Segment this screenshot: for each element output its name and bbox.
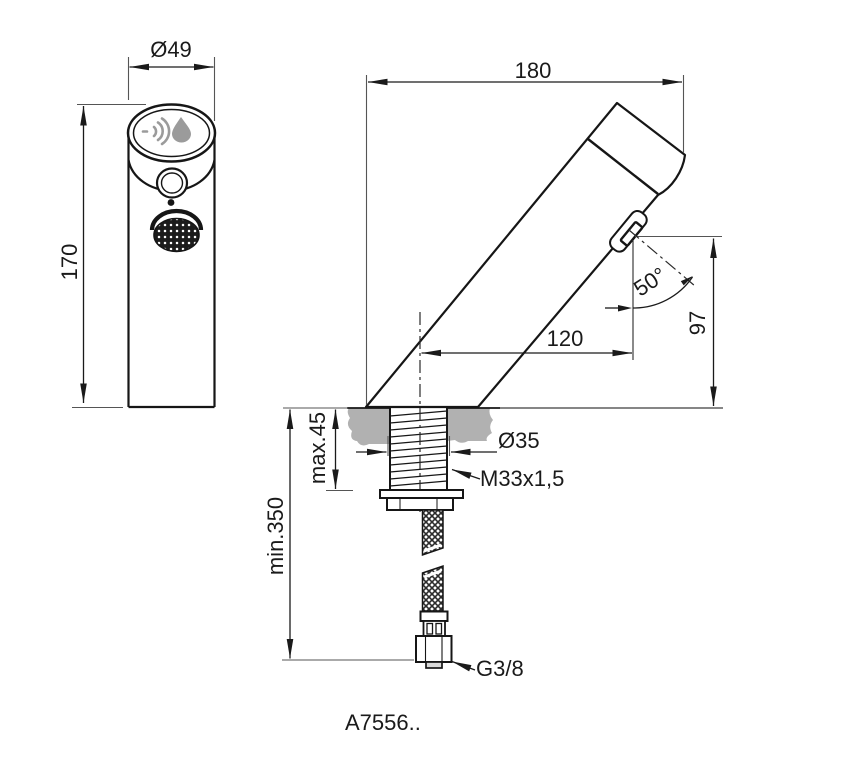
dim-outlet-height-label: 97 — [685, 311, 710, 335]
hose-connector — [415, 610, 453, 669]
dim-height-170-label: 170 — [57, 244, 82, 281]
cap-seam-side — [587, 138, 659, 195]
flexible-hose — [421, 509, 444, 612]
threaded-shank — [389, 408, 448, 490]
sensor-waves-icon — [141, 117, 171, 146]
dim-width-180-label: 180 — [515, 58, 552, 83]
top-cap-face — [132, 108, 211, 158]
dim-spout-angle-label: 50° — [629, 262, 671, 301]
side-view: 180 50° 120 97 max.45 — [263, 58, 723, 681]
dim-hose-length: min.350 — [263, 409, 414, 661]
dim-diameter-49: Ø49 — [127, 37, 216, 121]
dim-inlet-thread-label: G3/8 — [476, 656, 524, 681]
dim-shank-thread-label: M33x1,5 — [480, 466, 564, 491]
aerator-front — [149, 208, 204, 253]
water-drop-icon — [172, 117, 191, 143]
dim-mount-thickness-label: max.45 — [305, 412, 330, 484]
hex-fitting — [415, 635, 453, 663]
indicator-dot — [167, 199, 175, 206]
dim-diameter-49-label: Ø49 — [150, 37, 192, 62]
product-code: A7556.. — [345, 710, 421, 735]
dim-spout-reach-label: 120 — [547, 326, 584, 351]
dim-hole-diameter-35: Ø35 — [356, 428, 540, 456]
washer-and-nut — [379, 489, 464, 511]
dim-outlet-height-97: 97 — [685, 238, 717, 406]
dim-mount-thickness: max.45 — [283, 407, 353, 492]
outlet-axis-line — [628, 229, 696, 287]
faucet-front-body — [126, 103, 217, 409]
dim-hose-length-label: min.350 — [263, 497, 288, 575]
faucet-side-body — [364, 101, 687, 409]
dim-hole-diameter-label: Ø35 — [498, 428, 540, 453]
front-view: Ø49 170 — [57, 37, 217, 409]
dim-inlet-thread: G3/8 — [451, 656, 524, 681]
dim-spout-angle-50: 50° — [605, 262, 694, 312]
dim-height-170: 170 — [57, 103, 146, 409]
dim-width-180: 180 — [365, 58, 685, 405]
dim-spout-reach-120: 120 — [421, 326, 632, 357]
counter-deck-section — [347, 408, 493, 446]
sensor-window — [155, 167, 189, 199]
spout-outlet — [609, 210, 648, 253]
dim-shank-thread: M33x1,5 — [451, 466, 564, 491]
